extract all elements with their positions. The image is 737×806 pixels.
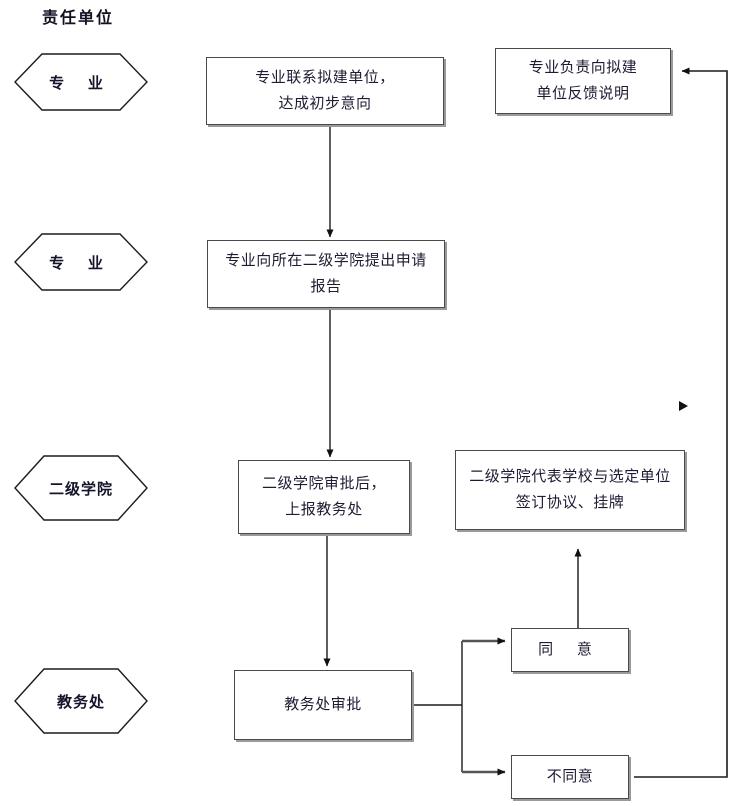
node-sign-agreement[interactable]: 二级学院代表学校与选定单位 签订协议、挂牌	[455, 450, 685, 530]
node-application[interactable]: 专业向所在二级学院提出申请 报告	[207, 240, 445, 308]
node-agree[interactable]: 同 意	[511, 628, 629, 672]
node-line-2: 报告	[310, 279, 342, 295]
lane-label: 教务处	[56, 694, 105, 711]
stray-arrow-marker	[679, 401, 688, 411]
hexagon-shape	[14, 233, 148, 291]
node-line-1: 不同意	[546, 768, 594, 785]
node-line-1: 专业负责向拟建	[528, 59, 638, 76]
node-academic-review[interactable]: 教务处审批	[234, 670, 412, 740]
node-disagree[interactable]: 不同意	[511, 755, 629, 799]
node-line-2: 达成初步意向	[278, 96, 372, 112]
lane-label: 专 业	[49, 75, 113, 92]
node-line-1: 二级学院代表学校与选定单位	[469, 468, 671, 485]
sidebar-item-lane-4[interactable]: 教务处	[14, 668, 148, 734]
hexagon-shape	[14, 668, 148, 734]
node-line-2: 签订协议、挂牌	[515, 495, 625, 511]
node-line-1: 二级学院审批后，	[261, 475, 386, 492]
node-line-2: 单位反馈说明	[536, 86, 630, 102]
node-line-2: 上报教务处	[285, 502, 363, 518]
node-college-approval[interactable]: 二级学院审批后， 上报教务处	[238, 460, 410, 534]
node-contact-unit[interactable]: 专业联系拟建单位， 达成初步意向	[206, 57, 444, 125]
node-line-1: 教务处审批	[284, 696, 362, 713]
sidebar-item-lane-1[interactable]: 专 业	[14, 53, 148, 111]
connector-review-branch-trunk	[412, 641, 463, 772]
node-line-1: 专业联系拟建单位，	[255, 69, 395, 86]
node-line-1: 同 意	[538, 641, 602, 658]
page-title: 责任单位	[42, 10, 115, 27]
hexagon-shape	[14, 455, 148, 521]
node-line-1: 专业向所在二级学院提出申请	[225, 252, 427, 269]
sidebar-item-lane-2[interactable]: 专 业	[14, 233, 148, 291]
connector-disagree-to-feedback	[634, 67, 728, 778]
node-feedback[interactable]: 专业负责向拟建 单位反馈说明	[495, 48, 671, 114]
lane-label: 二级学院	[48, 481, 113, 498]
sidebar-item-lane-3[interactable]: 二级学院	[14, 455, 148, 521]
lane-label: 专 业	[49, 255, 113, 272]
hexagon-shape	[14, 53, 148, 111]
